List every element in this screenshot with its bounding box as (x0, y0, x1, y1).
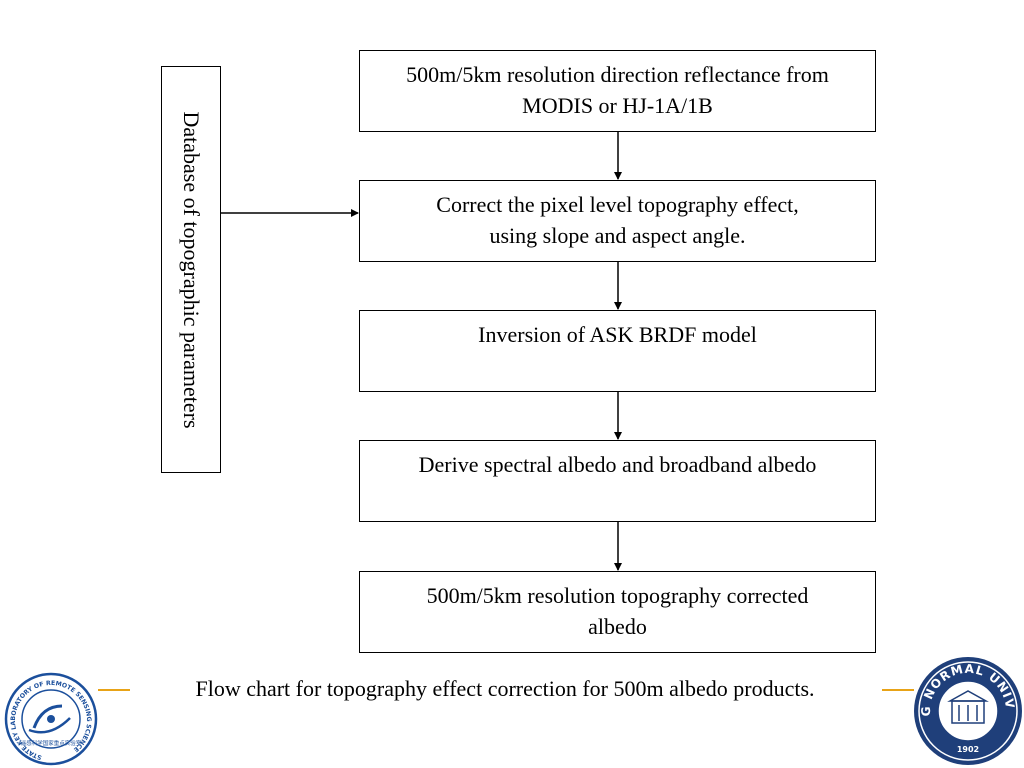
flow-step-text: MODIS or HJ-1A/1B (522, 93, 713, 118)
flow-step-output-albedo: 500m/5km resolution topography corrected… (359, 571, 876, 653)
flow-step-text: 500m/5km resolution direction reflectanc… (406, 62, 829, 87)
flow-step-brdf-inversion: Inversion of ASK BRDF model (359, 310, 876, 392)
caption-right-dash (882, 689, 914, 691)
flow-step-input-reflectance: 500m/5km resolution direction reflectanc… (359, 50, 876, 132)
flow-step-text: 500m/5km resolution topography corrected (426, 583, 809, 608)
flow-step-text: Inversion of ASK BRDF model (478, 322, 757, 347)
lab-logo-sub-text: 遥感科学国家重点实验室 (21, 739, 82, 747)
flow-step-text: Correct the pixel level topography effec… (436, 192, 799, 217)
topographic-database-label: Database of topographic parameters (179, 110, 204, 429)
flow-step-topography-correction: Correct the pixel level topography effec… (359, 180, 876, 262)
flow-step-text: using slope and aspect angle. (489, 223, 746, 248)
bnu-founding-year: 1902 (957, 745, 979, 754)
flow-step-text: albedo (588, 614, 647, 639)
figure-caption: Flow chart for topography effect correct… (195, 676, 815, 701)
topographic-database-box: Database of topographic parameters (161, 66, 221, 473)
caption-left-dash (98, 689, 130, 691)
flow-step-derive-albedo: Derive spectral albedo and broadband alb… (359, 440, 876, 522)
flow-step-text: Derive spectral albedo and broadband alb… (418, 452, 817, 477)
remote-sensing-lab-logo: STATE KEY LABORATORY OF REMOTE SENSING S… (4, 672, 98, 766)
bnu-seal-logo: BEIJING NORMAL UNIVERSITY 1902 (912, 655, 1022, 765)
